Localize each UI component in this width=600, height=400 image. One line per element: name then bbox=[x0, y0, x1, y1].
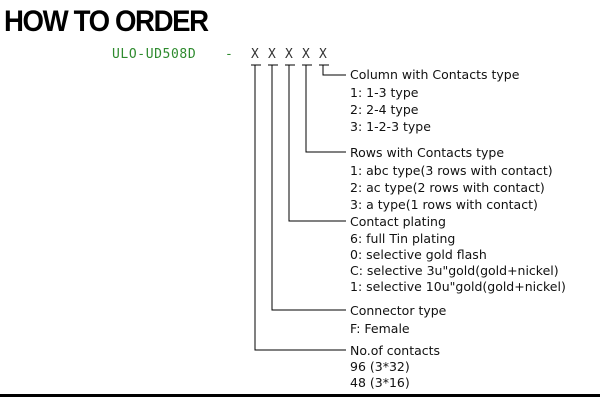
leader-connector-type bbox=[271, 65, 346, 311]
field-heading-no-of-contacts: No.of contacts bbox=[350, 343, 441, 358]
field-heading-column-type: Column with Contacts type bbox=[350, 67, 520, 82]
option-column-type-1: 1: 1-3 type bbox=[350, 85, 419, 100]
option-contact-plating-2: 0: selective gold flash bbox=[350, 247, 487, 262]
placeholder-no-of-contacts: X bbox=[251, 47, 259, 62]
leader-no-of-contacts bbox=[254, 65, 346, 351]
field-heading-rows-type: Rows with Contacts type bbox=[350, 145, 505, 160]
bottom-divider bbox=[0, 394, 600, 397]
option-rows-type-1: 1: abc type(3 rows with contact) bbox=[350, 163, 553, 178]
field-heading-contact-plating: Contact plating bbox=[350, 214, 446, 229]
option-column-type-2: 2: 2-4 type bbox=[350, 102, 419, 117]
option-connector-type-1: F: Female bbox=[350, 321, 410, 336]
placeholder-connector-type: X bbox=[268, 47, 276, 62]
part-number-separator: - bbox=[225, 47, 233, 62]
placeholder-contact-plating: X bbox=[285, 47, 293, 62]
option-no-of-contacts-2: 48 (3*16) bbox=[350, 375, 410, 390]
leader-column-type bbox=[322, 65, 346, 76]
field-heading-connector-type: Connector type bbox=[350, 303, 447, 318]
option-rows-type-3: 3: a type(1 rows with contact) bbox=[350, 197, 538, 212]
placeholder-rows-type: X bbox=[302, 47, 310, 62]
placeholder-column-type: X bbox=[319, 47, 327, 62]
option-contact-plating-4: 1: selective 10u"gold(gold+nickel) bbox=[350, 279, 566, 294]
option-contact-plating-1: 6: full Tin plating bbox=[350, 231, 456, 246]
part-number-prefix: ULO-UD508D bbox=[112, 47, 197, 62]
option-contact-plating-3: C: selective 3u"gold(gold+nickel) bbox=[350, 263, 559, 278]
leader-rows-type bbox=[305, 65, 346, 153]
leader-contact-plating bbox=[288, 65, 346, 222]
option-column-type-3: 3: 1-2-3 type bbox=[350, 119, 431, 134]
page-title: HOW TO ORDER bbox=[4, 5, 209, 38]
option-rows-type-2: 2: ac type(2 rows with contact) bbox=[350, 180, 545, 195]
option-no-of-contacts-1: 96 (3*32) bbox=[350, 359, 410, 374]
